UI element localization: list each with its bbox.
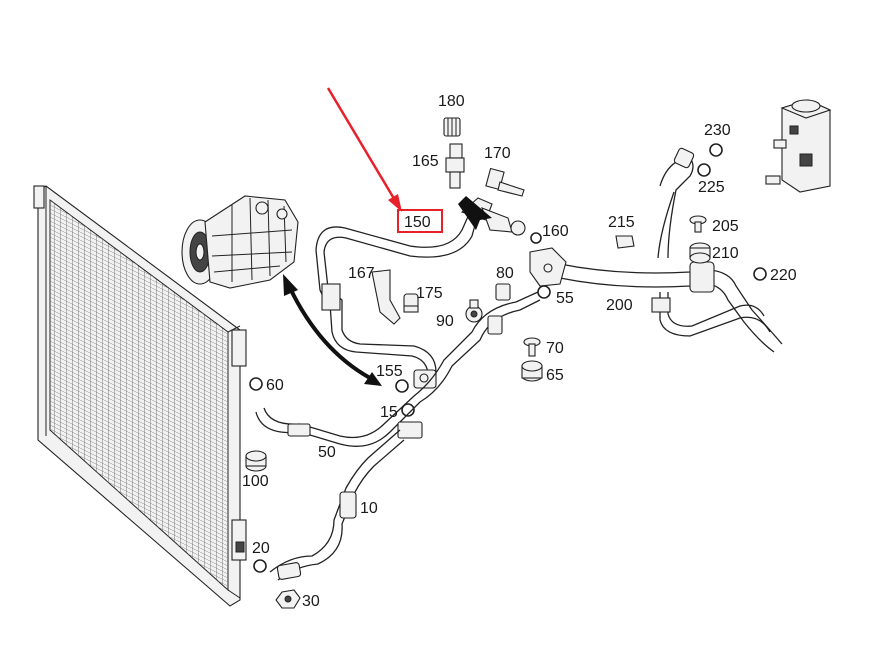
condenser <box>33 185 247 607</box>
red-pointer-arrow-shaft <box>326 87 398 203</box>
label-150: 150 <box>404 214 431 231</box>
part-225-seal <box>697 163 711 177</box>
part-180-cap <box>443 117 461 137</box>
hose-50 <box>255 291 541 447</box>
label-200: 200 <box>606 297 633 314</box>
part-100-nut <box>245 450 267 472</box>
label-210: 210 <box>712 245 739 262</box>
highlight-callout <box>326 87 443 233</box>
red-pointer-arrow-head <box>388 194 402 212</box>
part-160-seal <box>530 232 542 244</box>
part-55-seal <box>537 285 551 299</box>
label-215: 215 <box>608 214 635 231</box>
part-205-clip <box>689 215 707 233</box>
hose-10 <box>269 429 405 581</box>
part-167-bracket <box>371 269 401 325</box>
part-65-nut <box>521 360 543 382</box>
label-90: 90 <box>436 313 454 330</box>
label-15: 15 <box>380 404 398 421</box>
label-160: 160 <box>542 223 569 240</box>
part-215-clip <box>615 235 635 249</box>
part-90-valve <box>465 299 483 323</box>
part-165-pressure-sensor <box>445 143 465 189</box>
part-220-seal <box>753 267 767 281</box>
part-labels: 180 165 170 150 160 167 175 80 55 90 70 … <box>242 93 797 610</box>
part-15-seal <box>401 403 415 417</box>
hose-200 <box>529 147 783 353</box>
part-30-nut <box>275 589 301 609</box>
part-20-seal <box>253 559 267 573</box>
part-175-screw <box>403 293 419 313</box>
compressor-connection-arrow <box>283 274 382 386</box>
label-30: 30 <box>302 593 320 610</box>
part-170-bolt <box>485 167 525 197</box>
label-50: 50 <box>318 444 336 461</box>
part-210-grommet <box>689 242 711 264</box>
label-55: 55 <box>556 290 574 307</box>
connector-arrow <box>458 196 492 230</box>
label-230: 230 <box>704 122 731 139</box>
label-70: 70 <box>546 340 564 357</box>
label-180: 180 <box>438 93 465 110</box>
label-205: 205 <box>712 218 739 235</box>
label-65: 65 <box>546 367 564 384</box>
label-170: 170 <box>484 145 511 162</box>
expansion-valve <box>765 99 832 193</box>
label-20: 20 <box>252 540 270 557</box>
label-100: 100 <box>242 473 269 490</box>
compressor <box>181 195 299 289</box>
label-225: 225 <box>698 179 725 196</box>
label-155: 155 <box>376 363 403 380</box>
label-175: 175 <box>416 285 443 302</box>
label-220: 220 <box>770 267 797 284</box>
label-167: 167 <box>348 265 375 282</box>
label-60: 60 <box>266 377 284 394</box>
label-10: 10 <box>360 500 378 517</box>
part-155-seal <box>395 379 409 393</box>
label-165: 165 <box>412 153 439 170</box>
part-230-seal <box>709 143 723 157</box>
highlight-box <box>397 209 443 233</box>
label-80: 80 <box>496 265 514 282</box>
part-70-screw <box>523 337 541 357</box>
part-80-cap <box>495 283 511 301</box>
part-60-seal <box>249 377 263 391</box>
